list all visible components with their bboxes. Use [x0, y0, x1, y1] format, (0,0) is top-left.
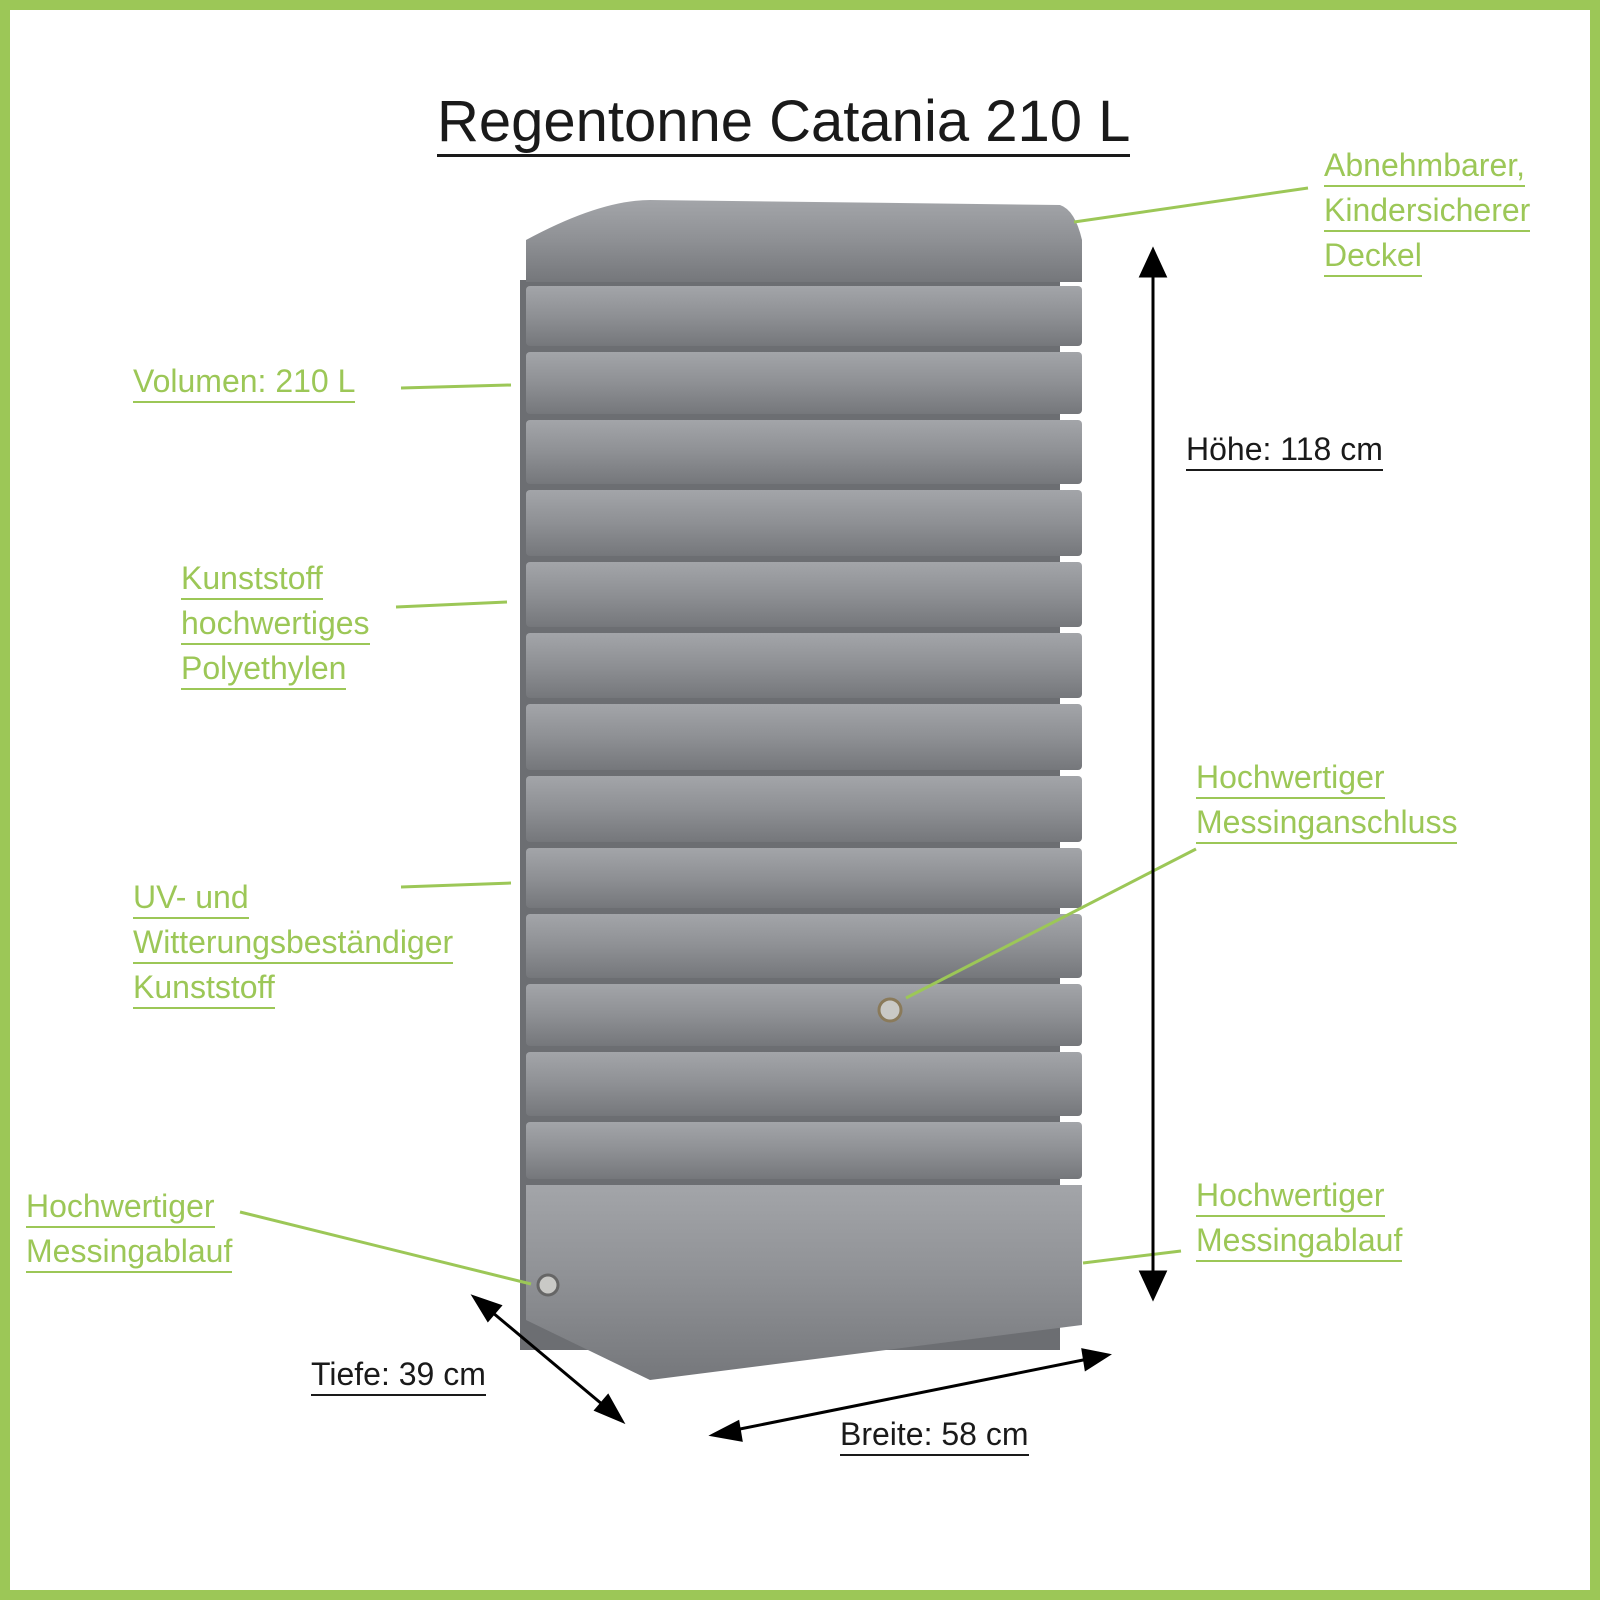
label-line: Deckel: [1324, 235, 1422, 277]
label-line: Messingablauf: [1196, 1220, 1403, 1262]
label-line: Kunststoff: [133, 967, 275, 1009]
barrel-slat: [526, 1122, 1082, 1179]
barrel-slat: [526, 776, 1082, 842]
label-line: hochwertiges: [181, 603, 370, 645]
barrel-slat: [526, 633, 1082, 698]
label-width: Breite: 58 cm: [840, 1414, 1029, 1459]
label-line: Tiefe: 39 cm: [311, 1354, 486, 1396]
label-line: Breite: 58 cm: [840, 1414, 1029, 1456]
barrel-slat: [526, 420, 1082, 484]
label-material: Kunststoff hochwertiges Polyethylen: [181, 558, 370, 693]
barrel-slat: [526, 984, 1082, 1046]
barrel-slat: [526, 352, 1082, 414]
label-line: Witterungsbeständiger: [133, 922, 454, 964]
barrel-lid: [526, 200, 1082, 282]
brass-connection: [877, 997, 903, 1023]
callout-lines: [239, 186, 1309, 1286]
label-line: Polyethylen: [181, 648, 347, 690]
label-line: Volumen: 210 L: [133, 361, 356, 403]
label-line: UV- und: [133, 877, 249, 919]
label-line: Hochwertiger: [1196, 1175, 1385, 1217]
label-line: Kunststoff: [181, 558, 323, 600]
barrel-slat: [526, 704, 1082, 770]
label-depth: Tiefe: 39 cm: [311, 1354, 486, 1399]
label-line: Höhe: 118 cm: [1186, 429, 1383, 471]
label-line: Messinganschluss: [1196, 802, 1458, 844]
barrel-slat: [526, 848, 1082, 908]
barrel-slat: [526, 562, 1082, 627]
label-line: Abnehmbarer,: [1324, 145, 1526, 187]
label-height: Höhe: 118 cm: [1186, 429, 1383, 474]
barrel-slat: [526, 1052, 1082, 1116]
page-title: Regentonne Catania 210 L: [437, 90, 1131, 157]
barrel-slat: [526, 490, 1082, 556]
dimension-arrows: [470, 246, 1168, 1442]
label-drain-left: Hochwertiger Messingablauf: [26, 1186, 233, 1276]
brass-drain: [536, 1273, 560, 1297]
label-volume: Volumen: 210 L: [133, 361, 356, 406]
label-line: Messingablauf: [26, 1231, 233, 1273]
label-line: Hochwertiger: [1196, 757, 1385, 799]
label-drain-right: Hochwertiger Messingablauf: [1196, 1175, 1403, 1265]
barrel-base: [526, 1185, 1082, 1380]
label-uv: UV- und Witterungsbeständiger Kunststoff: [133, 877, 454, 1012]
label-connection: Hochwertiger Messinganschluss: [1196, 757, 1458, 847]
label-line: Hochwertiger: [26, 1186, 215, 1228]
barrel-slat: [526, 914, 1082, 978]
barrel-slat: [526, 286, 1082, 346]
label-lid: Abnehmbarer, Kindersicherer Deckel: [1324, 145, 1531, 280]
label-line: Kindersicherer: [1324, 190, 1531, 232]
